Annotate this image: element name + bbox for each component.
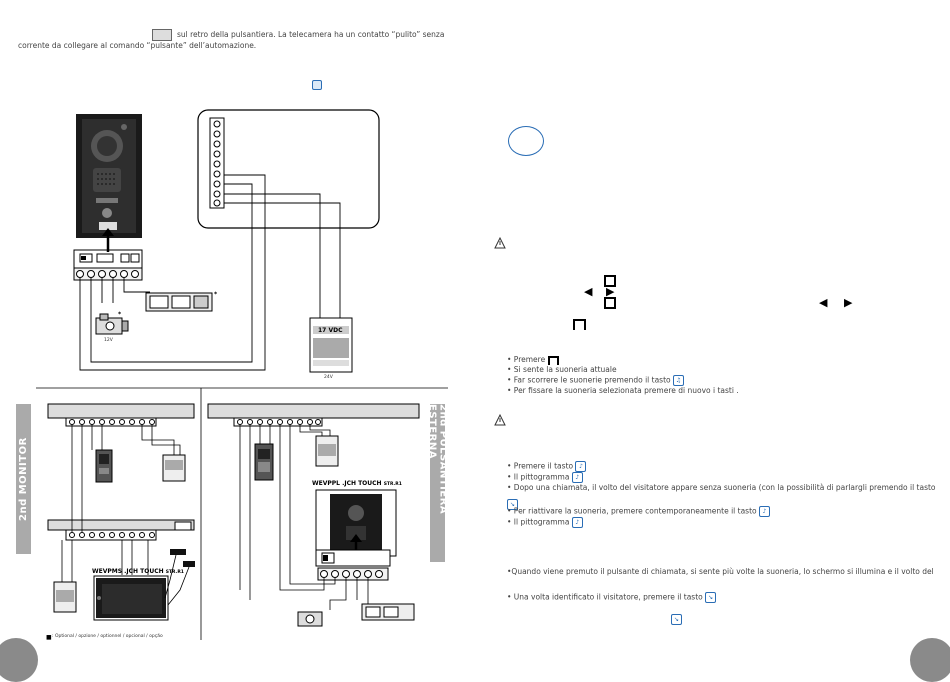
list-item-text: • Il pittogramma bbox=[507, 517, 570, 527]
list-item-text: • Il pittogramma bbox=[507, 472, 570, 482]
optional-note-mark: ■ bbox=[46, 634, 52, 641]
panel-model-suffix: STR.R1 bbox=[383, 482, 402, 487]
second-door-panel-label-text: 2nd PULSANTIERA ESTERNA bbox=[426, 404, 449, 515]
page-number-circle-left bbox=[0, 638, 38, 682]
list-item-text: • Premere bbox=[507, 355, 546, 364]
call-description: •Quando viene premuto il pulsante di chi… bbox=[507, 567, 934, 576]
psu-voltage-small: 24V bbox=[324, 375, 333, 380]
monitor-outline bbox=[197, 109, 380, 229]
panel-model-label: WEVPPL .JCH TOUCH STR.R1 bbox=[312, 480, 402, 487]
list-item-text: • Per riattivare la suoneria, premere co… bbox=[507, 506, 757, 516]
gate-automation bbox=[145, 292, 213, 312]
mute-list: • Premere il tasto ♪ • Il pittogramma ♪ … bbox=[507, 461, 936, 528]
second-monitor-diagram bbox=[47, 403, 195, 621]
second-monitor-label-text: 2nd MONITOR bbox=[18, 437, 29, 521]
mute-key-icon: ♪ bbox=[575, 461, 587, 472]
intro-line-2: corrente da collegare al comando “pulsan… bbox=[18, 41, 257, 50]
language-flag-oval bbox=[508, 126, 544, 156]
identify-visitor-item: • Una volta identificato il visitatore, … bbox=[507, 592, 717, 603]
talk-key-icon: ↘ bbox=[705, 592, 717, 603]
monitor-model-suffix: STR.R1 bbox=[165, 570, 184, 575]
square-key-icon-bottom bbox=[604, 297, 616, 309]
right-arrow-icon-2: ▶ bbox=[844, 296, 853, 309]
warning-icon bbox=[494, 234, 506, 249]
list-item-text: • Premere il tasto bbox=[507, 461, 574, 471]
wiring-diagram bbox=[36, 109, 448, 640]
left-arrow-icon-2: ◀ bbox=[819, 296, 828, 309]
page-number-circle-right bbox=[910, 638, 950, 682]
panel-model-name: WEVPPL .JCH TOUCH bbox=[312, 480, 382, 487]
talk-key-icon-bottom: ↘ bbox=[671, 614, 682, 625]
talk-key-icon: ↘ bbox=[507, 499, 518, 510]
list-item-text: • Far scorrere le suonerie premendo il t… bbox=[507, 375, 671, 385]
list-item: • Per riattivare la suoneria, premere co… bbox=[507, 506, 936, 517]
list-item: • Premere bbox=[507, 355, 739, 365]
electric-lock bbox=[95, 313, 129, 335]
monitor-model-name: WEVPMS .JCH TOUCH bbox=[92, 568, 164, 575]
list-item: • Il pittogramma ♪ bbox=[507, 472, 936, 483]
optional-note: : Optional / opzione / optionnel / opcio… bbox=[52, 634, 163, 639]
mute-pictogram-icon: ♪ bbox=[571, 472, 583, 483]
list-item: • Per fissare la suoneria selezionata pr… bbox=[507, 386, 739, 395]
second-monitor-label: 2nd MONITOR bbox=[16, 404, 31, 554]
list-item: • Si sente la suoneria attuale bbox=[507, 365, 617, 374]
right-arrow-icon: ▶ bbox=[606, 285, 615, 298]
left-arrow-icon: ◀ bbox=[584, 285, 593, 298]
mute-key-icon: ♪ bbox=[759, 506, 771, 517]
mute-pictogram-icon: ♪ bbox=[571, 517, 583, 528]
list-item: • Far scorrere le suonerie premendo il t… bbox=[507, 375, 739, 386]
list-item: • Il pittogramma ♪ bbox=[507, 517, 936, 528]
list-item-text: • Una volta identificato il visitatore, … bbox=[507, 592, 703, 602]
panel-terminal-block bbox=[73, 249, 143, 281]
blue-button-icon bbox=[312, 80, 322, 90]
warning-icon-2 bbox=[494, 411, 506, 426]
power-supply bbox=[309, 317, 353, 373]
list-item: • Dopo una chiamata, il volto del visita… bbox=[507, 483, 936, 492]
intro-line-1: sul retro della pulsantiera. La telecame… bbox=[177, 30, 445, 39]
optional-asterisk-gate: * bbox=[214, 291, 218, 298]
lock-voltage: 12V bbox=[104, 338, 113, 343]
ringtone-key-icon bbox=[573, 319, 586, 330]
second-door-panel-label: 2nd PULSANTIERA ESTERNA bbox=[427, 404, 449, 562]
optional-asterisk-lock: * bbox=[118, 311, 122, 318]
music-icon bbox=[547, 355, 559, 365]
monitor-model-label: WEVPMS .JCH TOUCH STR.R1 bbox=[92, 568, 184, 575]
square-key-icon-top bbox=[604, 275, 616, 287]
ringtone-list: • Premere • Si sente la suoneria attuale… bbox=[507, 355, 739, 396]
psu-label: 17 VDC bbox=[318, 327, 343, 334]
door-panel bbox=[76, 114, 142, 238]
list-item: • Premere il tasto ♪ bbox=[507, 461, 936, 472]
bell-key-icon: ♫ bbox=[673, 375, 684, 386]
second-door-panel-diagram bbox=[207, 403, 420, 627]
icon-camera-rear bbox=[152, 29, 172, 41]
